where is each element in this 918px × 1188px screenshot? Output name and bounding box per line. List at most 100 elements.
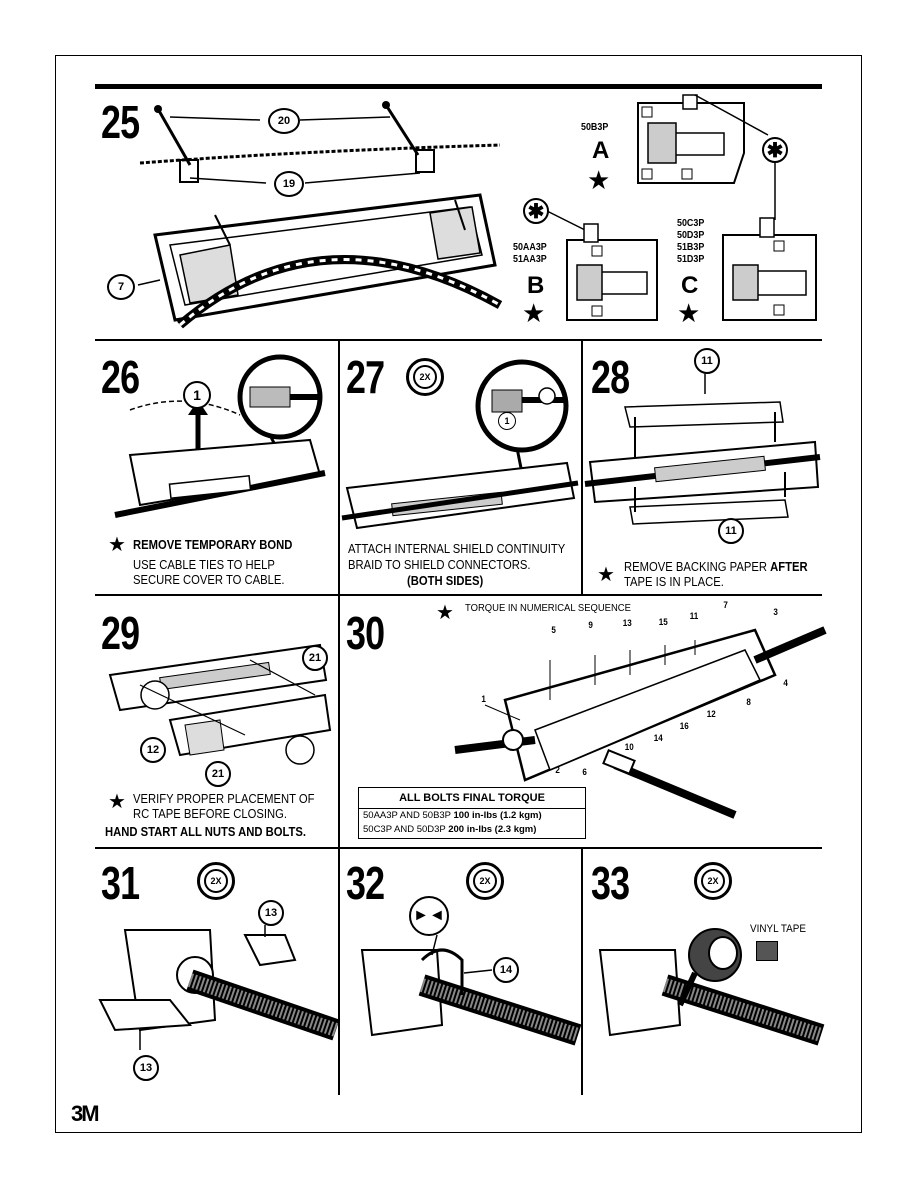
- shield-braid-illustration: [341, 359, 579, 530]
- torque-sequence-illustration: [454, 626, 827, 819]
- bolt-seq-1: 1: [481, 694, 486, 705]
- asterisk-leaders: [544, 94, 776, 231]
- torque-row: 50C3P AND 50D3P 200 in-lbs (2.3 kgm): [359, 823, 585, 837]
- bolt-seq-8: 8: [746, 697, 751, 708]
- step-number: 25: [101, 96, 140, 148]
- step27-line2: BRAID TO SHIELD CONNECTORS.: [348, 558, 531, 572]
- star-icon: ★: [587, 165, 611, 195]
- vinyl-tape-label: VINYL TAPE: [750, 923, 806, 935]
- repeat-badge: 2X: [204, 869, 228, 893]
- crimp-icon: ►◄: [409, 896, 449, 936]
- variant-c-drawing: [722, 217, 817, 321]
- variant-a-codes: 50B3P: [581, 121, 609, 133]
- callout-21: 21: [302, 645, 328, 671]
- repeat-2x-icon: 2X: [406, 358, 444, 396]
- torque-value: 200 in-lbs (2.3 kgm): [448, 824, 537, 835]
- step-number: 27: [346, 351, 385, 403]
- repeat-2x-icon: 2X: [694, 862, 732, 900]
- col-divider: [581, 847, 583, 1095]
- star-icon: ★: [436, 602, 454, 624]
- bolt-seq-9: 9: [588, 620, 593, 631]
- top-rule: [95, 84, 822, 89]
- bolt-seq-4: 4: [783, 678, 788, 689]
- brand-logo: 3M: [71, 1101, 100, 1126]
- step-number: 31: [101, 857, 140, 909]
- torque-heading: TORQUE IN NUMERICAL SEQUENCE: [465, 602, 631, 614]
- step-number: 33: [591, 857, 630, 909]
- variant-c-codes: 50C3P 50D3P 51B3P 51D3P: [677, 217, 705, 265]
- torque-models: 50C3P AND 50D3P: [363, 824, 446, 835]
- col-divider: [338, 847, 340, 1095]
- callout-21: 21: [205, 761, 231, 787]
- callout-1: 1: [183, 381, 211, 409]
- step27-line1: ATTACH INTERNAL SHIELD CONTINUITY: [348, 542, 566, 556]
- col-divider: [581, 339, 583, 594]
- step27-line3: (BOTH SIDES): [407, 574, 484, 588]
- star-icon: ★: [522, 298, 546, 328]
- step26-line2: USE CABLE TIES TO HELP: [133, 558, 275, 572]
- step28-line1-b: AFTER: [770, 560, 808, 574]
- col-divider: [338, 339, 340, 594]
- torque-table: ALL BOLTS FINAL TORQUE 50AA3P AND 50B3P …: [358, 787, 586, 839]
- callout-7: 7: [107, 274, 135, 300]
- step28-line2: TAPE IS IN PLACE.: [624, 575, 724, 589]
- callout-14: 14: [493, 957, 519, 983]
- step-number: 26: [101, 351, 140, 403]
- step-number: 29: [101, 607, 140, 659]
- torque-value: 100 in-lbs (1.2 kgm): [453, 810, 542, 821]
- step29-line3: HAND START ALL NUTS AND BOLTS.: [105, 825, 307, 839]
- callout-11: 11: [694, 348, 720, 374]
- callout-11: 11: [718, 518, 744, 544]
- bolt-seq-11: 11: [689, 611, 699, 622]
- bolt-seq-6: 6: [582, 767, 587, 778]
- row-divider: [95, 594, 822, 596]
- vinyl-tape-illustration: [598, 928, 825, 1046]
- bolt-seq-16: 16: [679, 721, 689, 732]
- star-icon: ★: [108, 791, 126, 813]
- step26-line1: REMOVE TEMPORARY BOND: [133, 538, 293, 552]
- bolt-seq-5: 5: [551, 625, 556, 636]
- strap-illustration: [98, 925, 340, 1050]
- bolt-seq-13: 13: [622, 618, 632, 629]
- step29-line2: RC TAPE BEFORE CLOSING.: [133, 807, 287, 821]
- variant-c-letter: C: [681, 272, 699, 299]
- closure-illustration: [137, 101, 503, 329]
- crimp-illustration: [360, 934, 582, 1046]
- step28-line1-a: REMOVE BACKING PAPER: [624, 560, 771, 574]
- rc-tape-illustration: [108, 643, 332, 765]
- callout-13: 13: [133, 1055, 159, 1081]
- bolt-seq-10: 10: [624, 742, 634, 753]
- repeat-2x-icon: 2X: [466, 862, 504, 900]
- callout-12: 12: [140, 737, 166, 763]
- step28-line1: REMOVE BACKING PAPER AFTER: [624, 560, 808, 575]
- vinyl-tape-swatch: [756, 941, 778, 961]
- row-divider: [95, 847, 822, 849]
- page-frame: [55, 55, 862, 1133]
- callout-13: 13: [258, 900, 284, 926]
- star-icon: ★: [108, 534, 126, 556]
- star-icon: ★: [677, 298, 701, 328]
- bolt-seq-15: 15: [658, 617, 668, 628]
- repeat-badge: 2X: [413, 365, 437, 389]
- repeat-badge: 2X: [473, 869, 497, 893]
- callout-1: 1: [498, 412, 516, 430]
- asterisk-icon: ✱: [762, 137, 788, 163]
- repeat-badge: 2X: [701, 869, 725, 893]
- callout-19: 19: [274, 171, 304, 197]
- bolt-seq-7: 7: [723, 600, 728, 611]
- step-number: 30: [346, 607, 385, 659]
- bolt-seq-2: 2: [555, 765, 560, 776]
- step-number: 28: [591, 351, 630, 403]
- callout-20: 20: [268, 108, 300, 134]
- bolt-seq-12: 12: [706, 709, 716, 720]
- star-icon: ★: [597, 564, 615, 586]
- variant-b-drawing: [566, 223, 658, 321]
- remove-bond-illustration: [114, 354, 326, 518]
- variant-a-letter: A: [592, 137, 610, 164]
- col-divider: [338, 594, 340, 847]
- bolt-seq-14: 14: [653, 733, 663, 744]
- asterisk-icon: ✱: [523, 198, 549, 224]
- torque-row: 50AA3P AND 50B3P 100 in-lbs (1.2 kgm): [359, 809, 585, 823]
- variant-a-drawing: [637, 94, 745, 184]
- row-divider: [95, 339, 822, 341]
